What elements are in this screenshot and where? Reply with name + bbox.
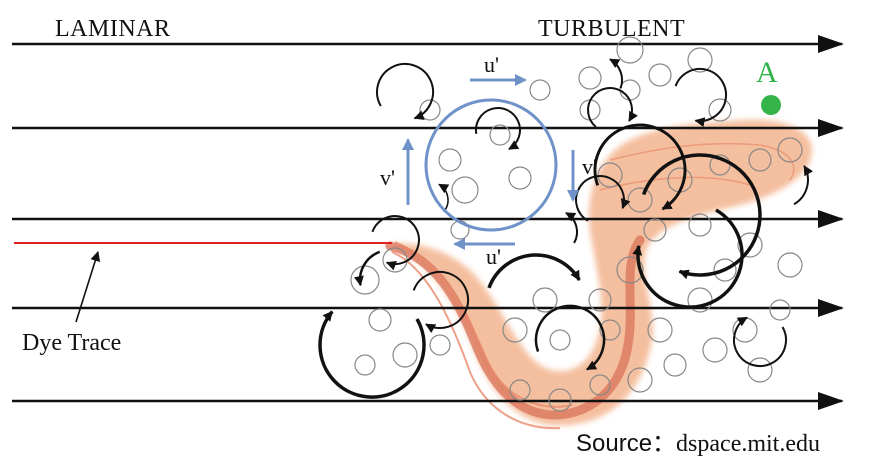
particle-circle [548,388,572,412]
particle-circle [616,36,644,64]
v-prime-left-label: v' [380,165,395,190]
particle-circle [708,98,732,122]
particle-circle [627,367,653,393]
particle-circle [588,288,612,312]
particle-circle [688,213,712,237]
eddy-arrow [412,270,469,334]
streamlines [12,35,844,410]
particle-circle [509,379,531,401]
turbulent-plume [380,119,812,430]
eddy-arrow [609,58,624,89]
point-a-label: A [756,56,778,89]
eddy-arrow [318,310,426,399]
plume-core [385,235,645,420]
particle-circle [532,287,558,313]
particle-circle [643,218,667,242]
particle-circle [687,47,713,73]
eddy-arrow [371,215,420,271]
particle-circle [713,258,737,282]
particle-circle [687,287,713,313]
particle-circle [589,374,611,396]
laminar-label: LAMINAR [55,16,171,42]
eddy-arrow [474,107,521,150]
particle-circle [529,79,551,101]
particle-circle [451,176,479,204]
particle-circle [616,256,644,284]
particle-circle [508,166,532,190]
dye-trace-pointer [75,251,101,323]
eddies [318,58,814,399]
particle-circle [648,63,672,87]
particle-circle [663,353,687,377]
particle-circle [747,357,773,383]
eddy-arrow [733,316,787,368]
particle-circle [392,342,418,368]
particle-circle [578,66,602,90]
particle-circle [489,124,511,146]
particle-circle [502,317,528,343]
particle-circle [599,319,621,341]
particle-circle [619,79,641,101]
eddy-arrow [793,165,814,206]
particle-circle [429,334,451,356]
particle-circle [748,148,772,172]
particle-circle [549,329,571,351]
point-a-marker [761,95,781,115]
velocity-fluctuation-eddy [402,74,579,250]
dye-trace-label: Dye Trace [22,330,121,356]
eddy-arrow [354,250,381,287]
particle-circle [709,154,731,176]
source-caption: Source：dspace.mit.edu [576,430,820,457]
particle-circle [702,337,728,363]
eddy-arrow [593,123,687,211]
particle-circle [647,317,673,343]
particle-circle [737,232,763,258]
particle-circle [350,265,380,295]
particle-circle [777,137,803,163]
particle-circle [777,252,803,278]
u-prime-bottom-label: u' [486,244,501,269]
eddy-arrow [632,208,744,309]
eddy-arrow [534,304,606,371]
source-prefix: Source： [576,430,676,457]
blue-eddy-circle [424,98,558,232]
particle-circle [597,162,623,188]
particle-circle [438,148,462,172]
v-prime-right-label: v' [582,154,597,179]
particle-circle [769,299,791,321]
eddy-arrow [641,153,762,280]
eddy-arrow [376,63,435,120]
particle-circle [354,354,376,376]
source-link: dspace.mit.edu [676,431,820,457]
eddy-arrow [587,87,638,128]
u-prime-top-label: u' [484,52,499,77]
particle-circle [419,99,441,121]
particles [350,36,803,412]
eddy-arrow [438,183,450,213]
turbulent-label: TURBULENT [538,16,685,42]
eddy-arrow [674,68,728,128]
eddy-arrow [487,253,581,289]
eddy-arrow [575,175,631,222]
particle-circle [368,308,392,332]
eddy-arrow [565,212,579,244]
plume-shape [380,119,812,426]
